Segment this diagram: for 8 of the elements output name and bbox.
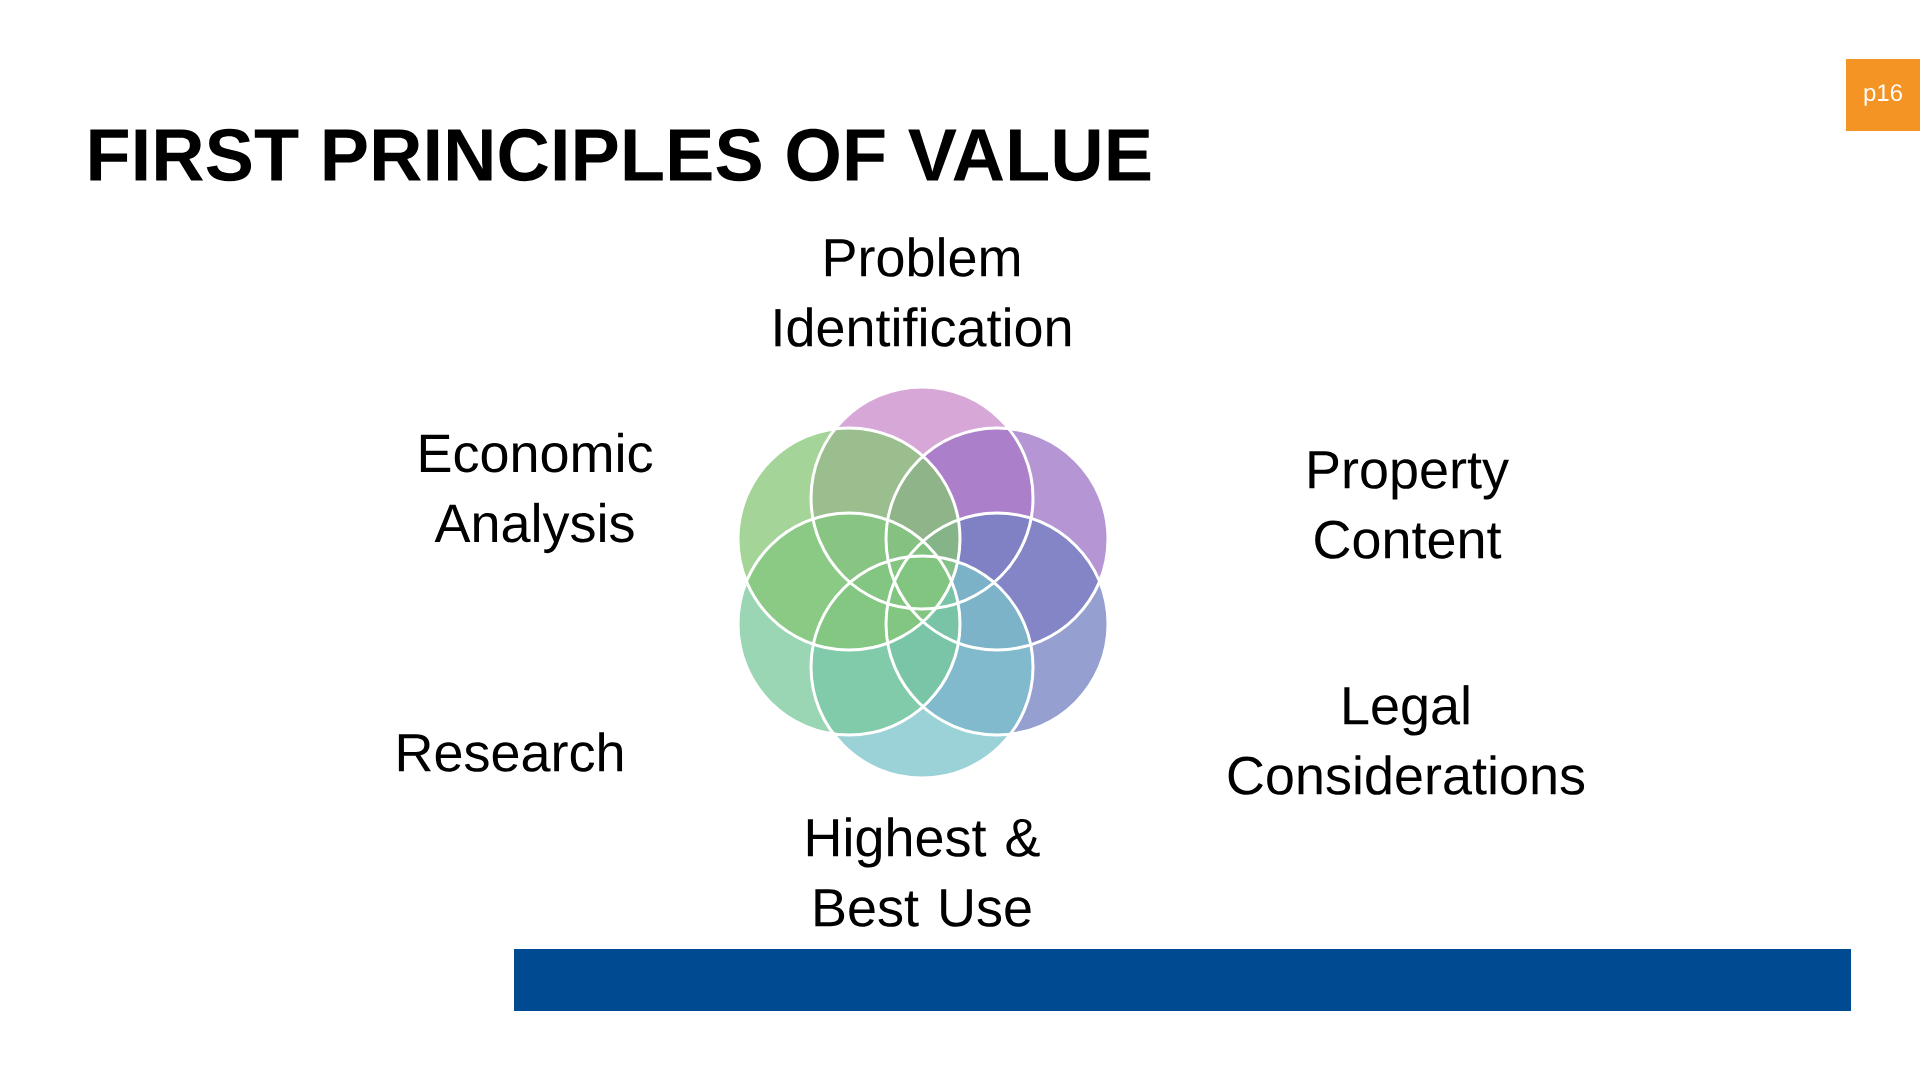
principle-label: Research	[398, 732, 623, 772]
principle-label: Property Content	[1309, 451, 1509, 559]
page-number-badge: p16	[1846, 59, 1920, 131]
principle-label: Problem Identification	[775, 237, 1071, 347]
principle-label: Economic Analysis	[420, 432, 653, 554]
principle-label: Legal Considerations	[1228, 685, 1585, 795]
title: FIRST PRINCIPLES OF VALUE	[90, 128, 1151, 182]
principle-label: Highest & Best Use	[807, 817, 1040, 927]
